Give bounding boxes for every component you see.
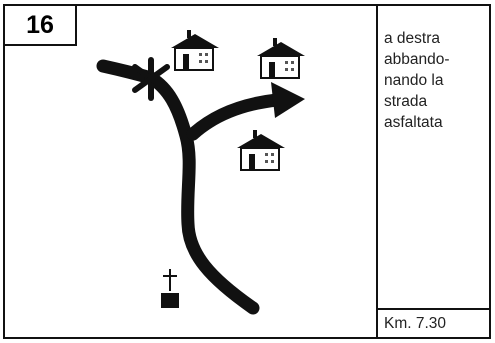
instruction-line: nando la xyxy=(384,72,444,89)
instruction-line: a destra xyxy=(384,30,441,47)
instruction-line: strada xyxy=(384,93,428,110)
instruction-text: a destra abbando- nando la strada asfalt… xyxy=(384,28,488,133)
route-branch xyxy=(186,93,284,141)
house-icon xyxy=(236,129,286,171)
distance-label: Km. 7.30 xyxy=(378,308,489,337)
house-icon xyxy=(256,37,306,79)
instruction-line: asfaltata xyxy=(384,114,443,131)
instruction-line: abbando- xyxy=(384,51,450,68)
asterisk-junction-icon xyxy=(132,57,170,101)
description-panel: a destra abbando- nando la strada asfalt… xyxy=(376,6,489,337)
route-card: 16 a destra abbando- nando la strada asf… xyxy=(3,4,491,339)
route-diagram xyxy=(96,29,306,315)
right-arrow-icon xyxy=(271,82,305,118)
main-road xyxy=(144,71,260,315)
step-number: 16 xyxy=(5,6,77,46)
cross-shrine-icon xyxy=(161,269,179,308)
house-icon xyxy=(170,29,220,71)
